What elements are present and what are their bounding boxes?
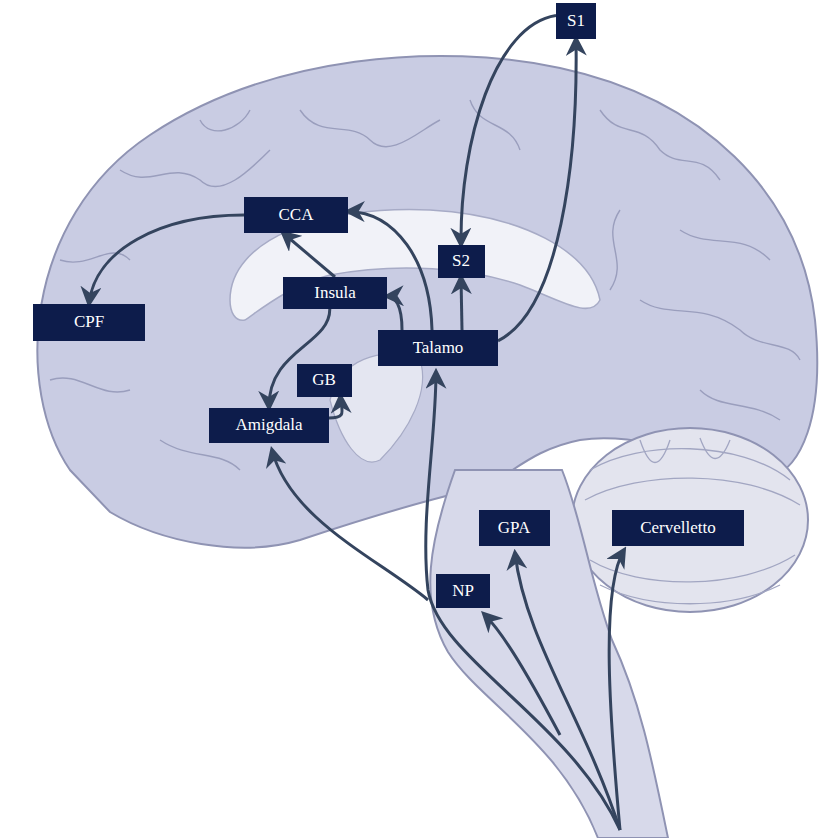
cortex-box: S2 — [438, 245, 485, 278]
nucleus-box: Amigdala — [209, 408, 329, 443]
node-label: NP — [452, 582, 474, 601]
pathway-arrow — [498, 39, 576, 341]
cortex-box: CCA — [244, 197, 348, 233]
node-label: CCA — [279, 206, 314, 225]
nucleus-box: Talamo — [378, 330, 498, 366]
cerebellum-shape — [572, 428, 808, 612]
pathway-arrow — [329, 397, 342, 419]
nucleus-box: GB — [297, 364, 352, 397]
nucleus-box: Cervelletto — [612, 510, 744, 546]
pathway-arrow — [283, 233, 335, 277]
pathway-arrow — [348, 211, 432, 330]
nucleus-box: NP — [436, 574, 490, 608]
cerebellum-folia — [585, 438, 800, 604]
node-label: Cervelletto — [640, 519, 716, 538]
pathway-arrow — [461, 16, 556, 245]
node-label: Amigdala — [235, 416, 302, 435]
pathway-arrow — [89, 215, 244, 304]
node-label: GPA — [498, 519, 530, 538]
node-label: Insula — [314, 284, 356, 303]
cortex-box: S1 — [556, 3, 596, 39]
node-label: S2 — [452, 252, 470, 271]
nucleus-box: GPA — [479, 510, 550, 546]
gyri-lines — [50, 100, 800, 470]
pathway-arrow — [461, 278, 462, 331]
node-label: GB — [312, 371, 336, 390]
node-label: CPF — [74, 313, 104, 332]
cortex-box: Insula — [283, 277, 387, 309]
pathway-arrow — [387, 296, 402, 330]
node-label: S1 — [567, 12, 585, 31]
cortex-box: CPF — [33, 304, 145, 341]
node-label: Talamo — [413, 339, 464, 358]
